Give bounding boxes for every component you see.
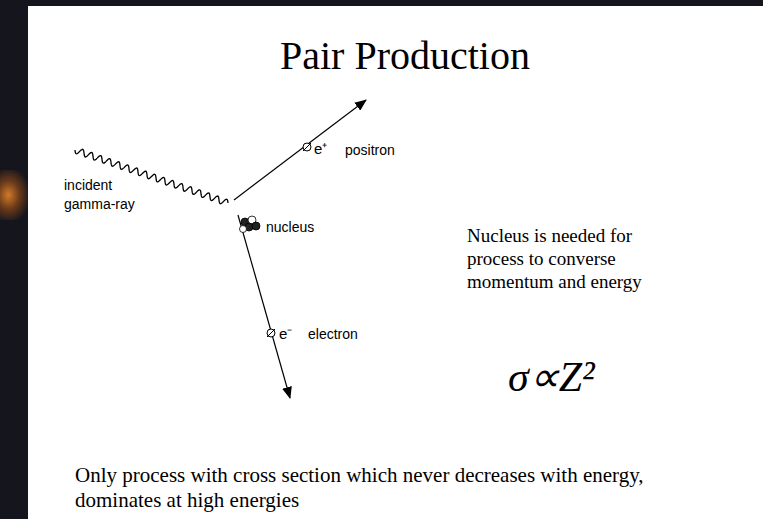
electron-track — [238, 215, 290, 398]
slide-panel — [28, 6, 763, 519]
slide-title: Pair Production — [280, 32, 530, 79]
particle-label: electron — [308, 326, 358, 342]
gamma-ray-wave — [75, 149, 228, 203]
particle-symbol: e⁺ — [314, 138, 327, 158]
particle-label: positron — [345, 142, 395, 158]
particle-symbol: e⁻ — [279, 323, 292, 343]
note-text: Nucleus is needed for process to convers… — [467, 225, 682, 293]
particle-label: nucleus — [266, 219, 314, 235]
positron-particle — [303, 143, 311, 151]
background-glow — [0, 170, 28, 220]
particle-label: incident gamma-ray — [64, 176, 148, 214]
formula: σ∝Z² — [508, 352, 595, 401]
nucleus-symbol — [240, 216, 261, 233]
footnote-text: Only process with cross section which ne… — [75, 463, 695, 513]
electron-particle — [267, 329, 275, 337]
